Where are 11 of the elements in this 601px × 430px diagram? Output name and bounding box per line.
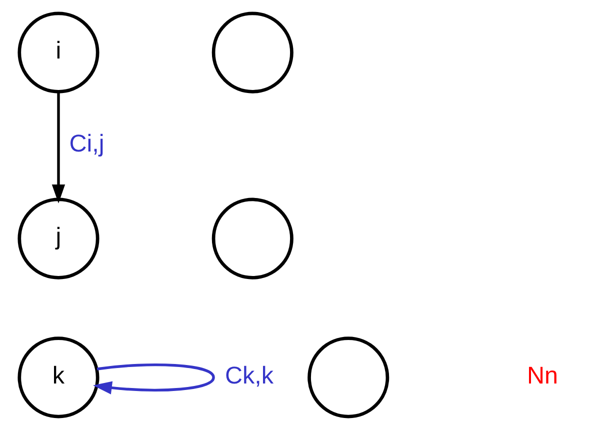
- node-circle: [212, 12, 294, 94]
- node-circle: [212, 198, 294, 280]
- node-circle: j: [18, 198, 100, 280]
- arrow: [52, 92, 66, 204]
- label: Nn: [527, 362, 558, 390]
- node-circle: i: [18, 12, 100, 94]
- edge-label: Ci,j: [69, 130, 104, 158]
- node-circle: k: [18, 336, 100, 418]
- arrow: [92, 364, 215, 394]
- edge-label: Ck,k: [225, 362, 274, 390]
- node-circle: [308, 336, 390, 418]
